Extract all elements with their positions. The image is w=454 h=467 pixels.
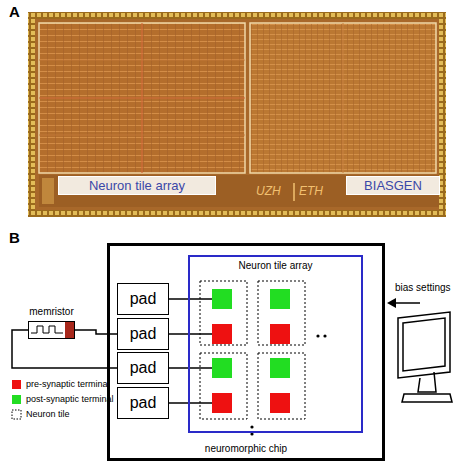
node-text: pad: [118, 359, 168, 377]
panel-letter: B: [9, 229, 20, 246]
pad-box: pad: [117, 283, 169, 315]
node-text: Neuron tile array: [190, 260, 361, 271]
logo-text: ETH: [299, 184, 323, 198]
wire-connector: [12, 330, 117, 368]
chip-box: neuromorphic chip Neuron tile array pad pad…: [107, 243, 385, 461]
node-text: neuromorphic chip: [110, 443, 382, 454]
legend-dashed-sample: [12, 410, 21, 419]
legend-swatch: [12, 380, 21, 389]
tile-array-box: Neuron tile array: [188, 255, 363, 433]
node-text: Neuron tile array: [59, 178, 215, 193]
node-text: pad: [118, 290, 168, 308]
pad-box: pad: [117, 318, 169, 350]
computer-icon: [398, 312, 452, 402]
chip-photo: [28, 12, 446, 217]
chip-label: BIASGEN: [346, 176, 440, 195]
node-text: memristor: [19, 306, 84, 317]
memristor-glyph: [29, 322, 74, 338]
wire-connector: [75, 330, 117, 334]
legend-text: pre-synaptic terminal: [26, 379, 110, 389]
legend-text: post-synaptic terminal: [26, 394, 114, 404]
annotation: bias settings: [395, 282, 451, 293]
logo-text: UZH: [256, 184, 281, 198]
legend-text: Neuron tile: [26, 409, 70, 419]
legend-swatch: [12, 395, 21, 404]
node-text: BIASGEN: [347, 178, 439, 193]
memristor-symbol: memristor: [28, 321, 75, 339]
continuation-dots: [250, 334, 326, 435]
pad-box: pad: [117, 387, 169, 419]
panel-letter: A: [9, 3, 20, 20]
neuron-tiles: [200, 281, 305, 419]
synaptic-terminals: [212, 289, 290, 413]
node-text: pad: [118, 325, 168, 343]
chip-label: Neuron tile array: [58, 176, 216, 195]
pad-box: pad: [117, 352, 169, 384]
pad-wires: [169, 299, 212, 403]
node-text: pad: [118, 394, 168, 412]
bias-arrow: [387, 298, 420, 308]
